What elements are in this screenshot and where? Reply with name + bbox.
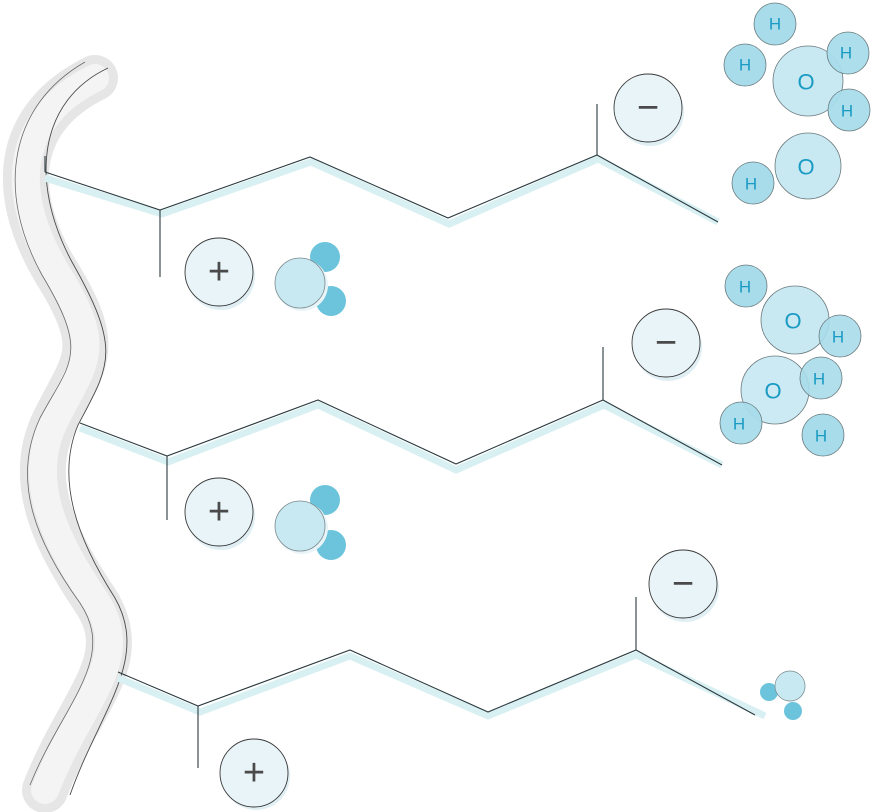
side-chain-3 xyxy=(116,597,767,768)
hydrogen-atom: H xyxy=(723,43,767,87)
hydrogen-atom: H xyxy=(801,413,845,457)
polymer-backbone xyxy=(2,55,132,812)
water-cluster-2: O H xyxy=(731,132,842,205)
hydrogen-label: H xyxy=(739,278,751,297)
hydrogen-atom: H xyxy=(818,314,862,358)
oxygen-atom: O xyxy=(760,285,830,355)
hydrogen-atom: H xyxy=(731,161,775,205)
hydrogen-label: H xyxy=(739,56,751,75)
hydrogen-label: H xyxy=(832,328,844,347)
hydrogen-atom: H xyxy=(827,88,871,132)
oxygen-label: O xyxy=(797,155,814,180)
molecule-cluster-2 xyxy=(274,485,346,560)
negative-charge-3: − xyxy=(648,549,719,622)
hydrogen-atom: H xyxy=(719,401,763,445)
negative-symbol: − xyxy=(655,322,677,364)
oxygen-atom: O xyxy=(740,355,810,425)
molecule-cluster-3 xyxy=(760,670,806,720)
hydrogen-label: H xyxy=(733,415,745,434)
molecule-cluster-1 xyxy=(274,242,346,316)
hydrogen-label: H xyxy=(841,102,853,121)
positive-symbol: + xyxy=(243,752,265,794)
positive-charge-1: + xyxy=(184,237,255,310)
hydrogen-atom: H xyxy=(724,264,768,308)
oxygen-atom: O xyxy=(772,45,844,117)
oxygen-label: O xyxy=(797,70,814,95)
oxygen-label: O xyxy=(784,309,801,334)
negative-symbol: − xyxy=(637,87,659,129)
hydrogen-atom: H xyxy=(826,31,870,75)
negative-charge-2: − xyxy=(631,308,702,381)
oxygen-atom: O xyxy=(774,132,842,200)
side-chain-1 xyxy=(43,104,720,277)
positive-charge-3: + xyxy=(219,738,290,810)
water-cluster-1: H H O H H xyxy=(723,2,871,132)
side-chain-2 xyxy=(78,347,724,520)
hydrogen-label: H xyxy=(813,370,825,389)
water-cluster-3: H O H O H H H xyxy=(719,264,862,457)
positive-charge-2: + xyxy=(184,477,255,550)
hydrogen-label: H xyxy=(840,44,852,63)
hydrogen-atom: H xyxy=(799,356,843,400)
hydrogen-label: H xyxy=(769,15,781,34)
hydrogen-atom: H xyxy=(753,2,797,46)
hydrogen-label: H xyxy=(815,427,827,446)
negative-charge-1: − xyxy=(613,73,684,146)
oxygen-label: O xyxy=(764,379,781,404)
positive-symbol: + xyxy=(208,251,230,293)
positive-symbol: + xyxy=(208,491,230,533)
negative-symbol: − xyxy=(672,563,694,605)
hydrogen-label: H xyxy=(745,175,757,194)
